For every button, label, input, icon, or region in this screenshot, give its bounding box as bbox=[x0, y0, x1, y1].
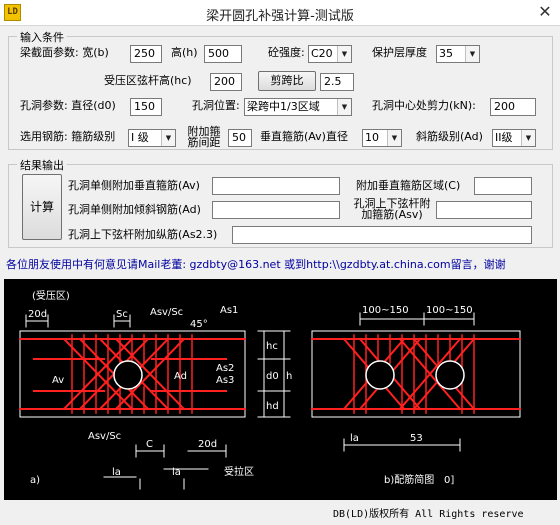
dimension-lines-right bbox=[343, 312, 475, 452]
cover-label: 保护层厚度 bbox=[372, 46, 427, 59]
as1-label: As1 bbox=[220, 305, 238, 316]
rebar-label: 选用钢筋: 箍筋级别 bbox=[20, 130, 116, 143]
inclined-grade-label: 斜筋级别(Ad) bbox=[416, 130, 483, 143]
av-label: 孔洞单侧附加垂直箍筋(Av) bbox=[68, 179, 200, 192]
dim-100-150-a: 100~150 bbox=[362, 305, 409, 316]
concrete-label: 砼强度: bbox=[268, 46, 305, 59]
shear-force-label: 孔洞中心处剪力(kN): bbox=[372, 99, 476, 112]
vertical-stirrup-label: 垂直箍筋(Av)直径 bbox=[260, 130, 348, 143]
chevron-down-icon: ▼ bbox=[161, 130, 175, 146]
cover-value: 35 bbox=[439, 47, 453, 60]
c-label: 附加垂直箍筋区域(C) bbox=[356, 179, 461, 192]
asv-sc-top: Asv/Sc bbox=[150, 307, 183, 318]
hole-right-1 bbox=[365, 360, 395, 390]
longitudinal-bars-right bbox=[311, 338, 521, 410]
chord-height-input[interactable]: 200 bbox=[210, 73, 242, 91]
cover-select[interactable]: 35 ▼ bbox=[436, 45, 480, 63]
hc-label: hc bbox=[266, 341, 278, 352]
dim-20d-left: 20d bbox=[28, 309, 47, 320]
inclined-grade-value: II级 bbox=[495, 131, 513, 144]
close-button[interactable]: ✕ bbox=[538, 2, 552, 21]
tension-zone-label: (受压区) bbox=[32, 290, 70, 302]
dim-53: 53 bbox=[410, 433, 423, 444]
input-group-title: 输入条件 bbox=[17, 29, 67, 45]
results-group: 结果输出 bbox=[8, 157, 553, 248]
hd-label: hd bbox=[266, 401, 279, 412]
chevron-down-icon: ▼ bbox=[521, 130, 535, 146]
hole-position-label: 孔洞位置: bbox=[192, 99, 240, 112]
chevron-down-icon: ▼ bbox=[337, 99, 351, 115]
hole-diameter-input[interactable]: 150 bbox=[130, 98, 162, 116]
ad-output[interactable] bbox=[212, 201, 340, 219]
title-bar: LD 梁开圆孔补强计算-测试版 ✕ bbox=[0, 0, 560, 26]
asv-sc-bottom: Asv/Sc bbox=[88, 431, 121, 442]
hole-position-select[interactable]: 梁跨中1/3区域 ▼ bbox=[244, 98, 352, 116]
vertical-stirrup-select[interactable]: 10 ▼ bbox=[362, 129, 402, 147]
shear-force-input[interactable]: 200 bbox=[490, 98, 536, 116]
chevron-down-icon: ▼ bbox=[337, 46, 351, 62]
concrete-value: C20 bbox=[311, 47, 333, 60]
shear-span-input[interactable]: 2.5 bbox=[320, 73, 354, 91]
height-input[interactable]: 500 bbox=[204, 45, 242, 63]
chord-height-label: 受压区弦杆高(hc) bbox=[104, 74, 192, 87]
width-input[interactable]: 250 bbox=[130, 45, 162, 63]
av-label-diagram: Av bbox=[52, 375, 64, 386]
chevron-down-icon: ▼ bbox=[387, 130, 401, 146]
stirrup-spacing-label: 附加箍筋间距 bbox=[187, 125, 221, 149]
hole-diameter-label: 孔洞参数: 直径(d0) bbox=[20, 99, 116, 112]
c-output[interactable] bbox=[474, 177, 532, 195]
copyright-footer: DB(LD)版权所有 All Rights reserve bbox=[333, 509, 524, 520]
la-left: la bbox=[112, 467, 121, 478]
dim-100-150-b: 100~150 bbox=[426, 305, 473, 316]
label-a: a) bbox=[30, 475, 40, 486]
c-label-diagram: C bbox=[146, 439, 153, 450]
dim-20d-bottom: 20d bbox=[198, 439, 217, 450]
beam-outline-right bbox=[311, 330, 521, 418]
ad-label-diagram: Ad bbox=[174, 371, 187, 382]
chevron-down-icon: ▼ bbox=[465, 46, 479, 62]
ad-label: 孔洞单侧附加倾斜钢筋(Ad) bbox=[68, 203, 201, 216]
as23-output[interactable] bbox=[232, 226, 532, 244]
as2-label: As2 bbox=[216, 363, 234, 374]
asv-label: 孔洞上下弦杆附加箍筋(Asv) bbox=[353, 197, 431, 221]
h-label: h bbox=[286, 371, 292, 382]
as3-label: As3 bbox=[216, 375, 234, 386]
height-label: 高(h) bbox=[171, 46, 198, 59]
vertical-stirrup-value: 10 bbox=[365, 131, 379, 144]
reinforcement-diagram: (受压区) 20d Sc Asv/Sc As1 45° Av As2 As3 A… bbox=[4, 279, 557, 500]
inclined-grade-select[interactable]: II级 ▼ bbox=[492, 129, 536, 147]
d0-label: d0 bbox=[266, 371, 279, 382]
label-zero: 0] bbox=[444, 475, 454, 486]
concrete-select[interactable]: C20 ▼ bbox=[308, 45, 352, 63]
la-right: la bbox=[350, 433, 359, 444]
stirrup-grade-select[interactable]: I 级 ▼ bbox=[128, 129, 176, 147]
stirrups-right bbox=[353, 334, 475, 414]
av-output[interactable] bbox=[212, 177, 340, 195]
shear-span-button[interactable]: 剪跨比 bbox=[258, 71, 316, 91]
compression-zone-label: 受拉区 bbox=[224, 465, 254, 478]
hole-left bbox=[113, 360, 143, 390]
beam-outline-left bbox=[19, 330, 246, 418]
dimension-lines-left bbox=[25, 314, 291, 490]
la-mid: la bbox=[172, 467, 181, 478]
stirrup-grade-value: I 级 bbox=[131, 131, 149, 144]
angle-label: 45° bbox=[190, 319, 208, 330]
as23-label: 孔洞上下弦杆附加纵筋(As2.3) bbox=[68, 228, 218, 241]
dim-sc: Sc bbox=[116, 309, 128, 320]
app-icon: LD bbox=[4, 4, 21, 21]
contact-notice: 各位朋友使用中有何意见请Mail老董: gzdbty@163.net 或到htt… bbox=[6, 258, 506, 271]
diagram-svg: (受压区) 20d Sc Asv/Sc As1 45° Av As2 As3 A… bbox=[19, 290, 521, 490]
input-group: 输入条件 bbox=[8, 29, 553, 150]
hole-right-2 bbox=[435, 360, 465, 390]
section-width-label: 梁截面参数: 宽(b) bbox=[20, 46, 109, 59]
window-title: 梁开圆孔补强计算-测试版 bbox=[206, 9, 354, 24]
stirrup-spacing-input[interactable]: 50 bbox=[228, 129, 252, 147]
compute-button[interactable]: 计算 bbox=[22, 174, 62, 240]
label-b: b)配筋简图 bbox=[384, 473, 434, 486]
asv-output[interactable] bbox=[436, 201, 532, 219]
hole-position-value: 梁跨中1/3区域 bbox=[247, 100, 320, 113]
results-group-title: 结果输出 bbox=[17, 157, 67, 173]
